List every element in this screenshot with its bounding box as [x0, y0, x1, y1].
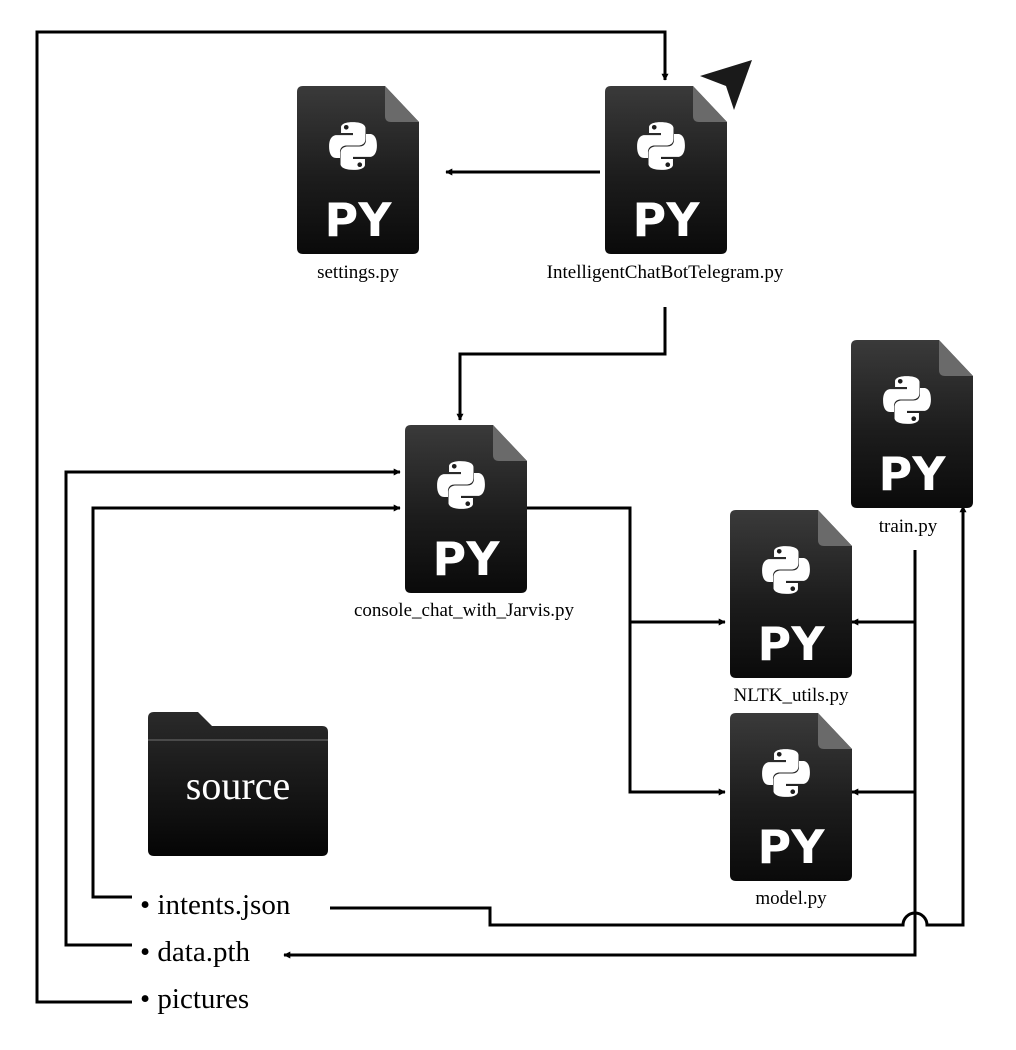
- model-file-label: model.py: [755, 888, 827, 909]
- py-badge: PY: [757, 617, 825, 671]
- telegram-send-icon: [700, 60, 752, 110]
- console-file-icon[interactable]: PY: [405, 425, 527, 593]
- folder-icon[interactable]: source: [148, 712, 328, 856]
- nltk-utils-file-icon[interactable]: PY: [730, 510, 852, 678]
- connectors: [35, 30, 967, 1004]
- folder-label: source: [186, 763, 290, 808]
- telegram-file-label: IntelligentChatBotTelegram.py: [546, 262, 784, 283]
- model-file-icon[interactable]: PY: [730, 713, 852, 881]
- connector-console-model: [628, 622, 726, 796]
- console-file-label: console_chat_with_Jarvis.py: [353, 600, 575, 621]
- intents-json-item[interactable]: • intents.json: [140, 889, 291, 921]
- py-badge: PY: [324, 193, 392, 247]
- py-badge: PY: [632, 193, 700, 247]
- pictures-item[interactable]: • pictures: [140, 983, 250, 1015]
- connector-train-data: [283, 792, 917, 959]
- connector-intents-console: [91, 504, 401, 899]
- nltk-utils-file-label: NLTK_utils.py: [733, 685, 849, 706]
- connector-intents-train: [330, 505, 967, 927]
- train-file-icon[interactable]: PY: [851, 340, 973, 508]
- settings-file-label: settings.py: [317, 262, 399, 283]
- connector-train-nltk: [851, 550, 917, 626]
- data-pth-item[interactable]: • data.pth: [140, 936, 251, 968]
- py-badge: PY: [878, 447, 946, 501]
- train-file-label: train.py: [878, 516, 938, 537]
- connector-console-nltk: [518, 506, 726, 626]
- connector-train-model: [851, 622, 917, 796]
- telegram-file-icon[interactable]: PY: [605, 86, 727, 254]
- py-badge: PY: [757, 820, 825, 874]
- py-badge: PY: [432, 532, 500, 586]
- connector-telegram-console: [456, 307, 667, 421]
- settings-file-icon[interactable]: PY: [297, 86, 419, 254]
- connector-data-console: [64, 468, 401, 947]
- connector-pictures-telegram: [35, 30, 669, 1004]
